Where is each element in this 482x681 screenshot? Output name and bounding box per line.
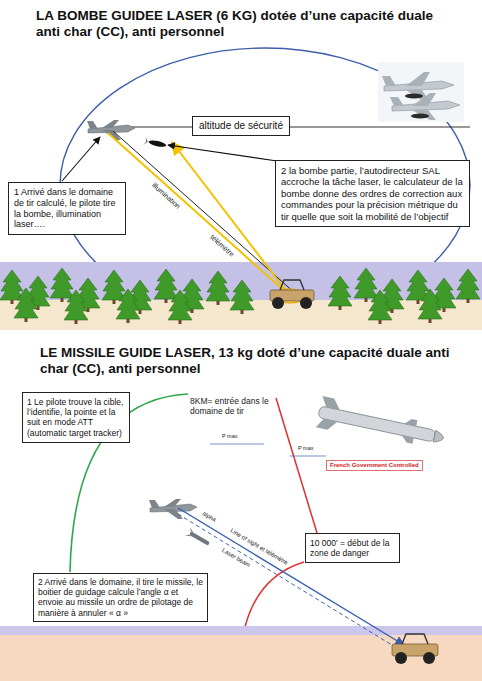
box-text: 10 000' = début de la zone de danger xyxy=(310,538,395,558)
laser-illumination-line xyxy=(108,133,290,296)
stamp-box: French Government Controlled xyxy=(326,460,423,471)
diagram-title: LA BOMBE GUIDEE LASER (6 KG) dotée d’une… xyxy=(36,8,456,40)
box-text: 2 la bombe partie, l’autodirecteur SAL a… xyxy=(281,165,464,222)
ground-bottom xyxy=(0,626,482,681)
pmax-label: P max xyxy=(222,433,238,439)
text-box: 1 Arrivé dans le domaine de tir calculé,… xyxy=(8,182,126,235)
tree-row xyxy=(0,268,480,324)
pmax-line xyxy=(290,456,326,457)
text-box: 2 Arrivé dans le domaine, il tire le mis… xyxy=(33,573,208,622)
aircraft xyxy=(149,499,197,519)
target-vehicle xyxy=(270,280,314,309)
range-note: 8KM= entrée dans le domaine de tir xyxy=(190,397,270,417)
bomb xyxy=(144,137,167,149)
text-box: 10 000' = début de la zone de danger xyxy=(305,533,400,563)
pmax-label: P max xyxy=(298,445,314,451)
box-text: 1 Arrivé dans le domaine de tir calculé,… xyxy=(14,187,120,230)
leader-line xyxy=(62,137,100,181)
leader-line xyxy=(168,145,277,161)
angle-label: alpha xyxy=(200,510,218,524)
laser-beam xyxy=(178,514,400,650)
line-of-sight xyxy=(178,508,404,645)
bomb-trajectory xyxy=(172,142,290,296)
section-heading: LE MISSILE GUIDE LASER, 13 kg doté d’une… xyxy=(40,345,460,377)
box-text: French Government Controlled xyxy=(330,462,419,469)
target-vehicle xyxy=(392,634,438,664)
missile xyxy=(185,527,212,548)
box-text: altitude de sécurité xyxy=(199,120,283,132)
missile-photo xyxy=(316,396,447,454)
text-box: 2 la bombe partie, l’autodirecteur SAL a… xyxy=(275,160,470,227)
text-box: altitude de sécurité xyxy=(192,116,290,136)
box-text: 2 Arrivé dans le domaine, il tire le mis… xyxy=(38,577,203,618)
ground-top xyxy=(0,262,482,330)
pmax-line xyxy=(210,444,264,445)
fighter-jets-photo xyxy=(378,62,464,122)
box-text: 1 Le pilote trouve la cible, l’identifie… xyxy=(27,397,125,438)
danger-boundary xyxy=(276,398,317,533)
text-box: 1 Le pilote trouve la cible, l’identifie… xyxy=(22,392,130,443)
altitude-line xyxy=(130,127,470,128)
